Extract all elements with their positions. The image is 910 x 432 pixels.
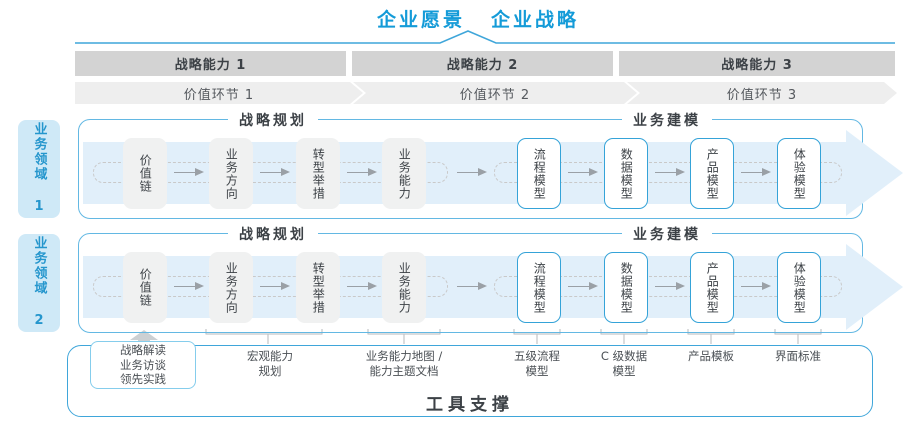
value-link-chevron-3: 价值环节 3 xyxy=(627,82,897,104)
business-domain-2-lane: 价值链业务方向转型举措业务能力 流程模型数据模型产品模型体验模型 战略规划 业务建模 xyxy=(78,224,903,333)
right-arrow-icon xyxy=(568,168,598,176)
product-model-box: 产品模型 xyxy=(690,252,734,323)
experience-model-box: 体验模型 xyxy=(777,252,821,323)
business-domain-1-lane: 价值链业务方向转型举措业务能力 流程模型数据模型产品模型体验模型 战略规划 业务建模 xyxy=(78,110,903,219)
right-arrow-icon xyxy=(655,282,685,290)
transformation-initiative-box: 转型举措 xyxy=(296,252,340,323)
capability-bar-1: 战略能力 1 xyxy=(75,51,346,76)
section-title-strategic-planning: 战略规划 xyxy=(228,110,318,130)
right-arrow-icon xyxy=(457,168,487,176)
business-direction-box: 业务方向 xyxy=(209,138,253,209)
right-arrow-icon xyxy=(347,168,377,176)
section-title-business-modeling: 业务建模 xyxy=(622,110,712,130)
value-chain-box: 价值链 xyxy=(123,252,167,323)
tool-support-container xyxy=(67,345,873,417)
l5-process-model-label: 五级流程 模型 xyxy=(514,349,560,379)
right-arrow-icon xyxy=(741,168,771,176)
right-arrow-icon xyxy=(741,282,771,290)
data-model-box: 数据模型 xyxy=(604,252,648,323)
placeholder-dashed-band xyxy=(494,162,842,183)
capability-bar-3: 战略能力 3 xyxy=(619,51,895,76)
process-model-box: 流程模型 xyxy=(517,252,561,323)
vision-title: 企业愿景 xyxy=(376,9,465,31)
roof-line xyxy=(75,30,895,44)
product-model-box: 产品模型 xyxy=(690,138,734,209)
macro-capability-planning-label: 宏观能力 规划 xyxy=(247,349,293,379)
tool-support-title: 工具支撑 xyxy=(426,395,514,415)
data-model-box: 数据模型 xyxy=(604,138,648,209)
strategy-title: 企业战略 xyxy=(491,9,580,31)
right-arrow-icon xyxy=(174,168,204,176)
value-link-chevron-1: 价值环节 1 xyxy=(75,82,363,104)
product-template-label: 产品模板 xyxy=(688,349,734,363)
process-model-box: 流程模型 xyxy=(517,138,561,209)
business-direction-box: 业务方向 xyxy=(209,252,253,323)
business-capability-box: 业务能力 xyxy=(382,252,426,323)
page-title: 企业愿景 企业战略 xyxy=(377,5,579,32)
placeholder-dashed-band xyxy=(494,276,842,297)
ui-standard-label: 界面标准 xyxy=(775,349,821,363)
value-chain-box: 价值链 xyxy=(123,138,167,209)
section-title-business-modeling: 业务建模 xyxy=(622,224,712,244)
strategy-interpretation-box: 战略解读 业务访谈 领先实践 xyxy=(90,341,196,389)
value-link-chevron-2: 价值环节 2 xyxy=(353,82,637,104)
right-arrow-icon xyxy=(174,282,204,290)
placeholder-dashed-band xyxy=(93,162,448,183)
placeholder-dashed-band xyxy=(93,276,448,297)
right-arrow-icon xyxy=(260,282,290,290)
right-arrow-icon xyxy=(260,168,290,176)
experience-model-box: 体验模型 xyxy=(777,138,821,209)
c-level-data-model-label: C 级数据 模型 xyxy=(600,349,648,379)
right-arrow-icon xyxy=(568,282,598,290)
capability-bar-2: 战略能力 2 xyxy=(352,51,613,76)
right-arrow-icon xyxy=(347,282,377,290)
business-domain-1-label: 业务领域 1 xyxy=(18,120,60,218)
section-title-strategic-planning: 战略规划 xyxy=(228,224,318,244)
flow-arrow-head-icon xyxy=(846,130,903,216)
right-arrow-icon xyxy=(457,282,487,290)
business-domain-2-label: 业务领域 2 xyxy=(18,234,60,332)
capability-map-doc-label: 业务能力地图 / 能力主题文档 xyxy=(365,349,443,379)
flow-arrow-head-icon xyxy=(846,244,903,330)
right-arrow-icon xyxy=(655,168,685,176)
transformation-initiative-box: 转型举措 xyxy=(296,138,340,209)
business-capability-box: 业务能力 xyxy=(382,138,426,209)
